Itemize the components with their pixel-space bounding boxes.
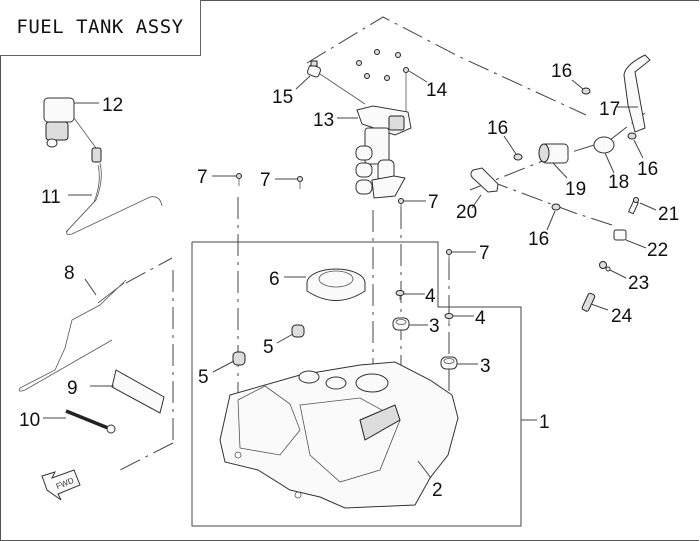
guide-line-filter xyxy=(469,112,646,191)
callout-20: 20 xyxy=(456,202,477,223)
callout-6: 6 xyxy=(269,269,280,290)
title-box: FUEL TANK ASSY xyxy=(0,0,201,56)
clamp-16d-part xyxy=(551,203,561,211)
leader-16c xyxy=(633,139,644,159)
callout-7: 7 xyxy=(479,243,490,264)
callout-16: 16 xyxy=(551,61,572,82)
guide-line-top xyxy=(306,16,587,116)
assembly-box-outline xyxy=(191,241,522,527)
bolt-21-part xyxy=(627,197,639,215)
leader-16d xyxy=(546,210,556,231)
guide-line-tank xyxy=(119,442,174,471)
connector-22-part xyxy=(613,229,627,241)
leader-5b xyxy=(212,360,235,373)
fuel-hose-17-part xyxy=(623,54,651,133)
leader-24 xyxy=(590,303,609,311)
callout-16: 16 xyxy=(487,118,508,139)
fuel-hose-20-part xyxy=(470,167,499,193)
callout-9: 9 xyxy=(67,378,78,399)
grommet-3a-part xyxy=(392,317,410,331)
callout-3: 3 xyxy=(480,356,491,377)
bolt-7d-part xyxy=(446,249,452,263)
callout-16: 16 xyxy=(637,159,658,180)
bolt-7b-part xyxy=(297,176,303,189)
callout-11: 11 xyxy=(41,187,61,208)
grommet-3b-part xyxy=(440,356,458,370)
callout-15: 15 xyxy=(272,87,293,108)
leader-18 xyxy=(604,152,615,174)
callout-14: 14 xyxy=(426,80,448,101)
fuel-pump-unit-part xyxy=(43,97,102,163)
long-bolt-part xyxy=(65,409,116,434)
fitting-23-part xyxy=(599,261,611,272)
line-15-13 xyxy=(319,73,366,105)
leader-19 xyxy=(552,162,568,179)
callout-24: 24 xyxy=(611,306,633,327)
callout-2: 2 xyxy=(432,480,443,501)
callout-7: 7 xyxy=(260,170,271,191)
leader-14 xyxy=(408,70,428,83)
callout-5: 5 xyxy=(198,367,209,388)
leader-20 xyxy=(471,194,482,209)
diagram-title: FUEL TANK ASSY xyxy=(16,16,184,38)
callout-1: 1 xyxy=(539,412,550,433)
leader-8 xyxy=(84,278,97,296)
screws-14-part xyxy=(356,49,409,112)
leader-16a xyxy=(571,79,584,90)
leader-23 xyxy=(609,269,627,279)
callout-18: 18 xyxy=(608,172,629,193)
callout-16: 16 xyxy=(528,229,549,250)
collar-4a-part xyxy=(395,290,405,300)
leader-21 xyxy=(639,202,657,211)
clamp-16c-part xyxy=(627,132,637,140)
callout-5: 5 xyxy=(263,337,274,358)
callout-3: 3 xyxy=(429,316,440,337)
damper-5b-part xyxy=(232,351,246,366)
callout-8: 8 xyxy=(64,263,75,284)
callout-21: 21 xyxy=(658,204,679,225)
injector-24-part xyxy=(581,292,596,312)
fuel-cap-part xyxy=(306,268,366,301)
fitting-15-part xyxy=(306,60,322,78)
leader-16b xyxy=(503,135,517,155)
collar-4b-part xyxy=(444,313,454,323)
callout-13: 13 xyxy=(313,110,334,131)
callout-4: 4 xyxy=(475,308,486,329)
filter-bracket-part xyxy=(593,136,615,154)
breather-hose-part xyxy=(18,279,127,392)
callout-10: 10 xyxy=(19,410,40,431)
callout-12: 12 xyxy=(102,95,123,116)
wire-harness-part xyxy=(65,162,163,235)
damper-5a-part xyxy=(291,324,305,338)
leader-5a xyxy=(276,333,294,344)
pad-part xyxy=(111,369,165,414)
leader-2 xyxy=(417,460,432,479)
clamp-16a-part xyxy=(581,87,591,95)
callout-7: 7 xyxy=(428,192,439,213)
fuel-tank-part xyxy=(219,361,459,509)
clamp-16b-part xyxy=(513,153,523,161)
callout-4: 4 xyxy=(425,286,436,307)
callout-17: 17 xyxy=(599,99,620,120)
fuel-filter-part xyxy=(538,143,569,164)
callout-7: 7 xyxy=(197,167,208,188)
callout-19: 19 xyxy=(565,179,586,200)
callout-23: 23 xyxy=(628,273,649,294)
fuel-pump-part xyxy=(355,105,412,199)
callout-22: 22 xyxy=(647,240,668,261)
bolt-7a-part xyxy=(236,173,242,186)
guide-line-8 xyxy=(125,257,173,284)
leader-22 xyxy=(625,239,647,249)
bolt-7c-part xyxy=(398,198,404,212)
leader-15 xyxy=(295,75,311,90)
guide-line-20 xyxy=(486,179,613,226)
forward-arrow-icon: FWD xyxy=(41,469,81,501)
